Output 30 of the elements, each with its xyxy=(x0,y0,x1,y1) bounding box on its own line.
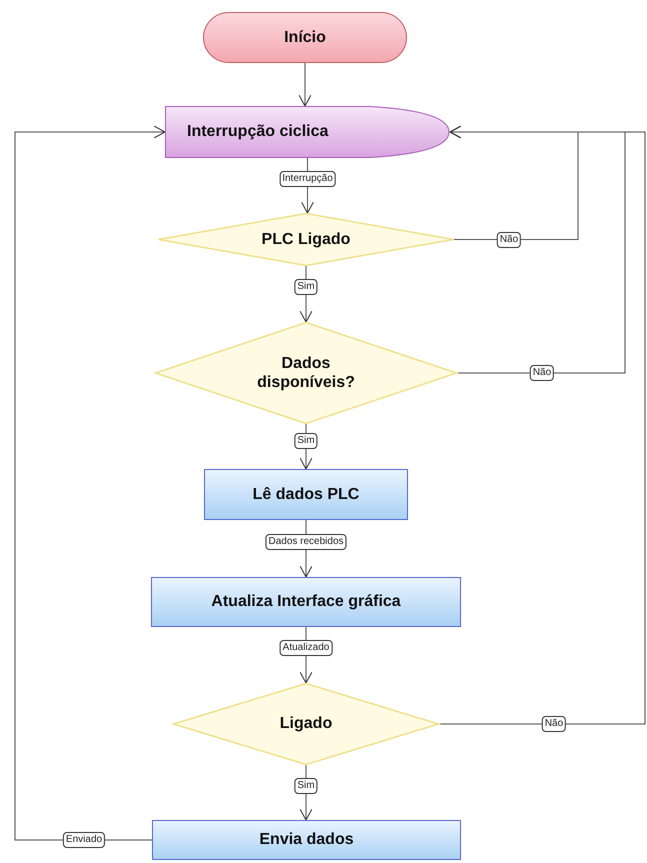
arrow xyxy=(298,62,312,106)
process-box xyxy=(152,820,461,860)
node-text: Início xyxy=(284,28,326,48)
edge-label: Atualizado xyxy=(280,640,332,656)
edge-label: Não xyxy=(496,232,522,248)
decision-diamond xyxy=(173,683,439,765)
edge-label: Sim xyxy=(294,279,318,296)
node-text: PLC Ligado xyxy=(262,230,350,250)
edge-label: Sim xyxy=(294,778,318,794)
edge-label: Interrupção xyxy=(279,170,336,187)
start-terminal xyxy=(203,12,407,63)
process-box xyxy=(204,469,408,520)
edge-label: Dados recebidos xyxy=(265,534,347,550)
edge-label: Não xyxy=(530,365,554,381)
edge-label: Enviado xyxy=(62,832,106,848)
node-text: Envia dados xyxy=(259,830,354,850)
decision-diamond xyxy=(158,213,454,266)
node-text: Lê dados PLC xyxy=(252,484,360,504)
node-text: Dados disponíveis? xyxy=(256,354,356,392)
node-text: Atualiza Interface gráfica xyxy=(211,592,401,612)
edge-label: Sim xyxy=(294,433,318,450)
node-text: Interrupção ciclica xyxy=(187,122,328,142)
edge-label: Não xyxy=(542,716,566,732)
arrow xyxy=(438,126,646,724)
node-text: Ligado xyxy=(280,714,332,734)
interrupt-shape xyxy=(165,106,450,158)
arrow xyxy=(300,424,312,470)
arrow xyxy=(14,126,166,840)
decision-diamond xyxy=(155,322,457,424)
process-box xyxy=(151,577,461,627)
